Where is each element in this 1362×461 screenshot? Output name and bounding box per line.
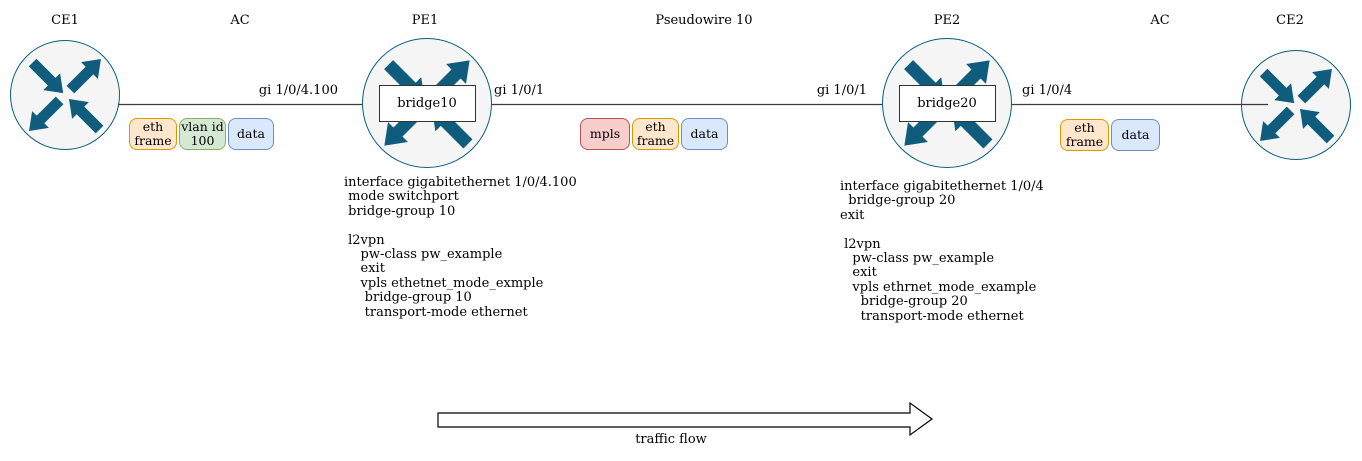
packet-box-eth-frame: eth frame	[129, 118, 177, 150]
interface-label-pe1-right: gi 1/0/1	[494, 83, 545, 98]
label-pseudowire: Pseudowire 10	[655, 13, 753, 28]
router-arrows-icon	[28, 58, 104, 134]
label-ce2: CE2	[1276, 13, 1304, 28]
pe1-config-text: interface gigabitethernet 1/0/4.100 mode…	[344, 175, 577, 320]
label-ce1: CE1	[51, 13, 79, 28]
packet-box-data: data	[228, 118, 274, 150]
packet-box-eth-frame: eth frame	[1060, 119, 1109, 151]
interface-label-pe2-left: gi 1/0/1	[816, 83, 867, 98]
router-arrows-icon	[1259, 68, 1335, 144]
label-ac-left: AC	[230, 13, 250, 28]
packet-box-eth-frame: eth frame	[632, 118, 679, 150]
label-pe2: PE2	[933, 13, 961, 28]
packet-box-mpls: mpls	[580, 118, 630, 150]
packet-left-segment: eth frame vlan id 100 data	[129, 118, 274, 150]
bridge20-box: bridge20	[898, 84, 996, 122]
packet-box-vlan-id: vlan id 100	[179, 118, 226, 150]
traffic-flow-arrow	[437, 401, 934, 437]
packet-pseudowire-segment: mpls eth frame data	[580, 118, 728, 150]
pe2-config-text: interface gigabitethernet 1/0/4 bridge-g…	[840, 179, 1044, 324]
router-pe2: bridge20	[882, 38, 1012, 168]
packet-box-data: data	[1111, 119, 1160, 151]
traffic-flow-label: traffic flow	[635, 432, 707, 447]
router-ce1	[10, 40, 120, 150]
router-pe1: bridge10	[362, 38, 492, 168]
router-ce2	[1241, 50, 1351, 160]
interface-label-ce1-pe1: gi 1/0/4.100	[258, 83, 338, 98]
label-pe1: PE1	[411, 13, 439, 28]
packet-right-segment: eth frame data	[1060, 119, 1160, 151]
packet-box-data: data	[681, 118, 728, 150]
interface-label-pe2-right: gi 1/0/4	[1022, 83, 1073, 98]
label-ac-right: AC	[1150, 13, 1170, 28]
bridge10-box: bridge10	[378, 84, 476, 122]
